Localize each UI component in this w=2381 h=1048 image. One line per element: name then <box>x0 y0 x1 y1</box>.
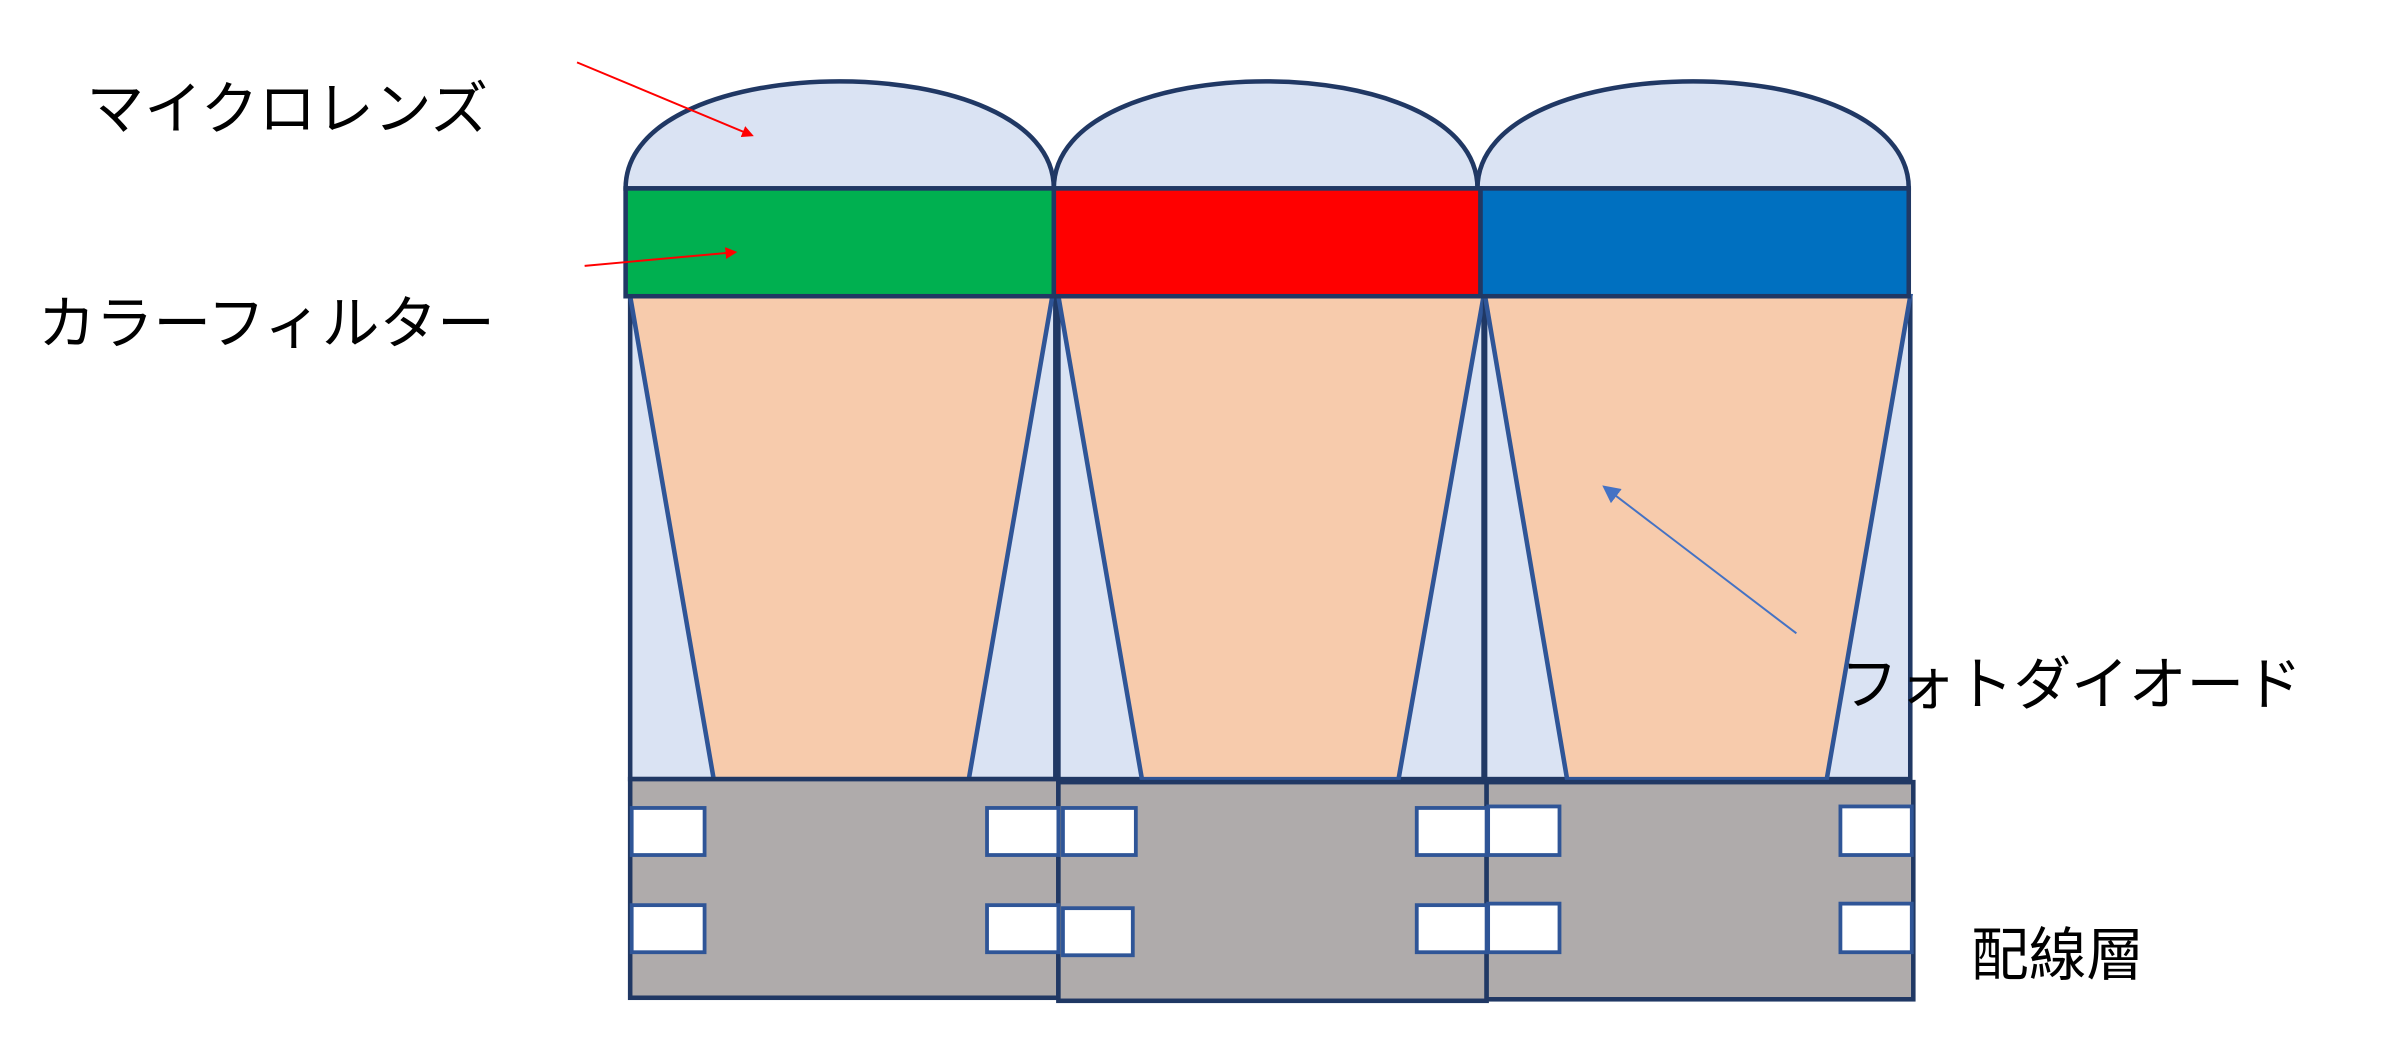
photodiode-arrow <box>1602 485 1797 635</box>
color-filter-blue <box>1478 186 1912 299</box>
wire <box>1414 903 1489 955</box>
color-filter-green <box>623 186 1057 299</box>
color-filter-row <box>623 186 1912 299</box>
microlens-label: マイクロレンズ <box>87 75 489 143</box>
wire <box>985 806 1061 857</box>
wire <box>629 903 707 955</box>
wiring-layer-label: 配線層 <box>1971 921 2144 989</box>
color-filter-red <box>1051 186 1483 299</box>
color-filter-arrow <box>584 247 738 267</box>
microlens-3 <box>1475 79 1912 191</box>
microlens-2 <box>1051 79 1480 191</box>
wire <box>1061 906 1135 958</box>
color-filter-label: カラーフィルター <box>38 289 495 357</box>
wire <box>985 903 1061 955</box>
wire <box>1414 806 1489 857</box>
wire <box>1486 901 1562 955</box>
microlens-row <box>623 79 1912 191</box>
wire <box>1486 804 1562 857</box>
photodiode-row <box>627 293 1913 782</box>
wire <box>1838 804 1914 857</box>
wiring-layer <box>627 776 1916 1004</box>
microlens-arrow <box>576 61 754 138</box>
wire <box>629 806 707 857</box>
wire <box>1061 806 1138 857</box>
photodiode-label: フォトダイオード <box>1840 651 2302 719</box>
microlens-1 <box>623 79 1057 191</box>
wire <box>1838 901 1914 955</box>
